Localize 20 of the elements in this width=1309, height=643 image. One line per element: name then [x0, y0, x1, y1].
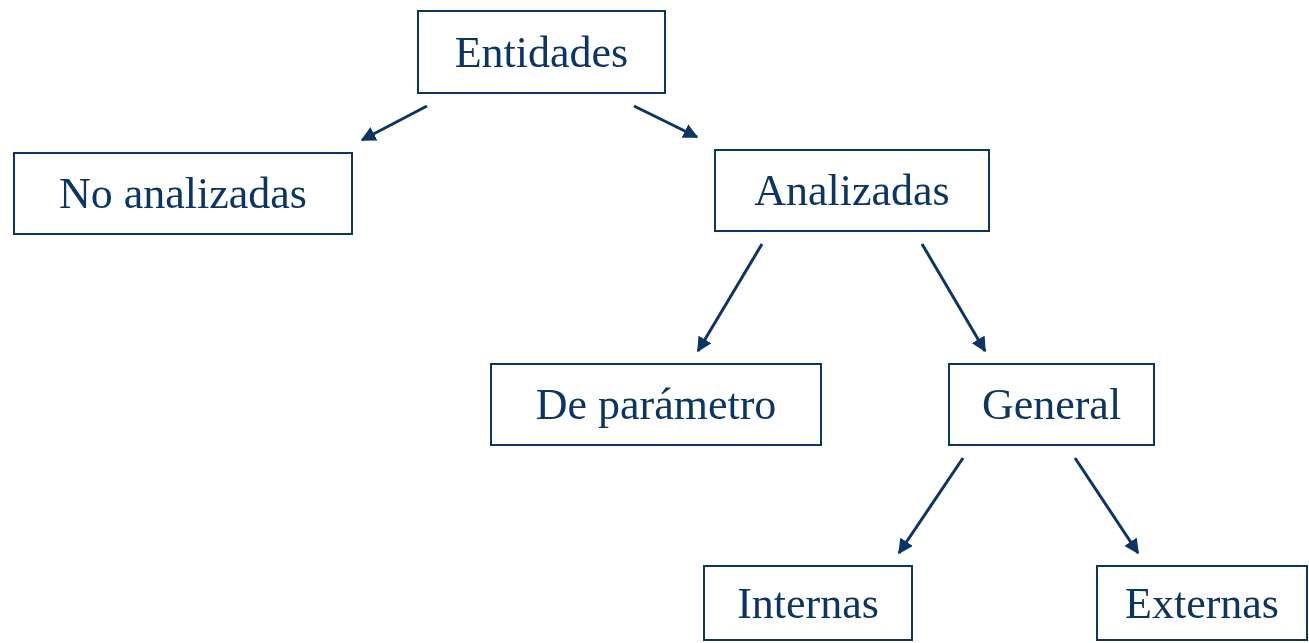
arrow	[1073, 457, 1140, 555]
box-label: Internas	[737, 577, 879, 629]
category-box	[13, 152, 353, 235]
arrow	[920, 243, 987, 353]
box-label: Entidades	[454, 26, 629, 78]
category-box	[490, 363, 822, 446]
arrow	[360, 104, 428, 142]
box-label: No analizadas	[59, 168, 307, 219]
box-label: Analizadas	[754, 165, 950, 216]
arrow	[696, 243, 764, 353]
arrow	[633, 104, 699, 139]
category-box	[417, 10, 666, 94]
category-box	[703, 565, 913, 641]
category-box	[714, 149, 990, 232]
arrow	[897, 457, 965, 555]
box-label: Externas	[1125, 577, 1279, 629]
category-box	[948, 363, 1155, 446]
category-box	[1096, 565, 1308, 641]
box-label: General	[981, 379, 1122, 430]
box-label: De parámetro	[535, 379, 777, 430]
